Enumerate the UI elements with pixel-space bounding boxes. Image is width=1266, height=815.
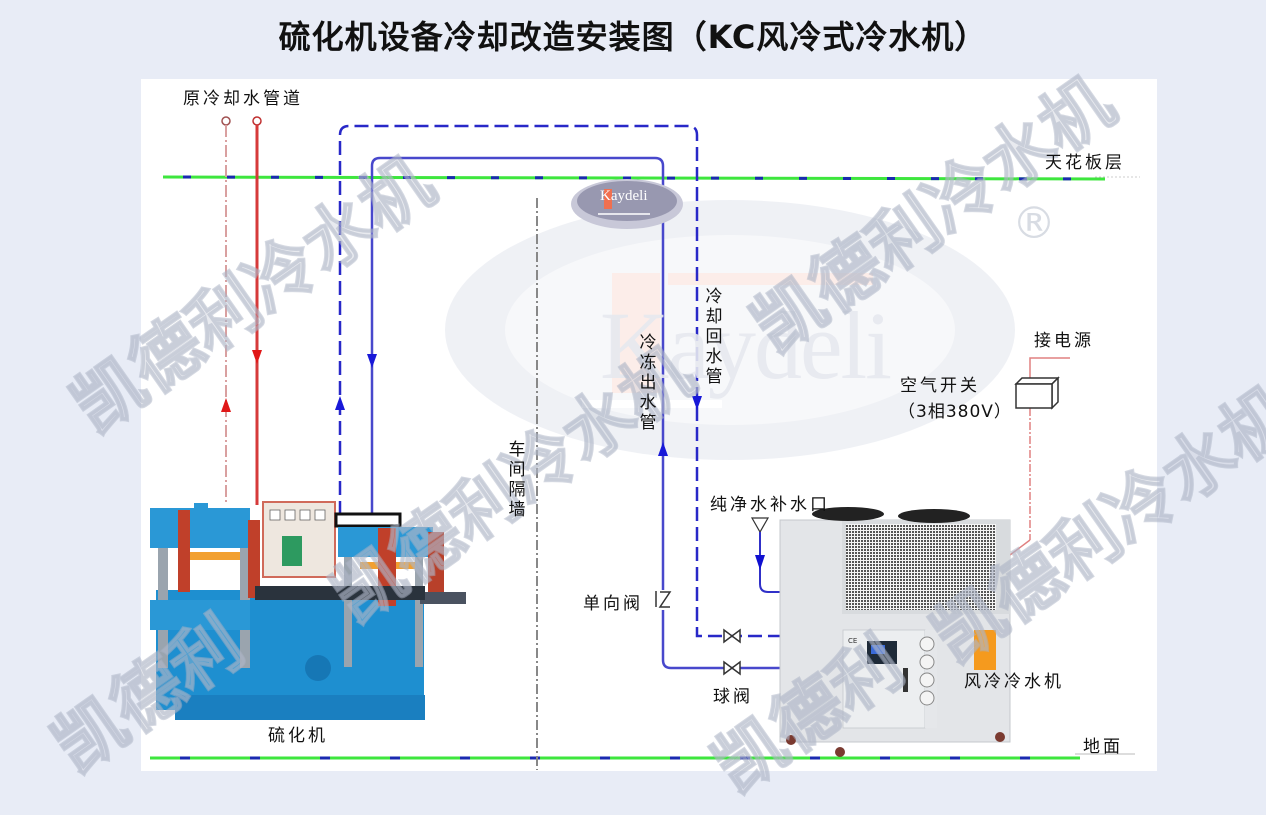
makeup-water-inlet (750, 517, 780, 593)
chiller-label: 风冷冷水机 (964, 672, 1064, 692)
ceiling-line (162, 175, 1106, 181)
ground-label: 地面 (1083, 737, 1123, 757)
chiller-unit: CE (779, 507, 1011, 757)
cooling-return-pipe-label: 冷却回水管 (705, 287, 723, 387)
kaydeli-small-logo-text: Kaydeli (600, 188, 648, 204)
ceiling-label: 天花板层 (1045, 153, 1125, 173)
vulcanizer-label: 硫化机 (268, 726, 328, 746)
kaydeli-watermark-text: Kaydeli (600, 292, 892, 399)
kaydeli-small-logo (571, 179, 683, 229)
original-pipe-label: 原冷却水管道 (183, 89, 303, 109)
workshop-wall-label: 车间隔墙 (508, 440, 526, 520)
check-valve-label: 单向阀 (583, 594, 643, 614)
power-supply-label: 接电源 (1034, 331, 1094, 351)
ball-valve-lower (723, 660, 741, 676)
check-valve-symbol (655, 590, 672, 610)
vulcanizer-machine (150, 501, 466, 720)
chilled-out-pipe (370, 156, 780, 670)
air-switch-label: 空气开关 (900, 376, 980, 396)
cooling-return-pipe (338, 124, 780, 638)
chilled-out-pipe-label: 冷冻出水管 (639, 333, 657, 433)
brand-watermark-logo (445, 200, 1015, 460)
diagram-title: 硫化机设备冷却改造安装图（KC风冷式冷水机） (278, 18, 988, 56)
registered-mark: ® (1012, 198, 1056, 249)
ball-valve-label: 球阀 (713, 687, 753, 707)
makeup-water-label: 纯净水补水口 (710, 495, 830, 515)
air-switch-spec-label: （3相380V） (898, 402, 1012, 422)
ball-valve-upper (723, 628, 741, 644)
svg-text:CE: CE (848, 637, 857, 645)
air-switch-box (1014, 376, 1060, 410)
